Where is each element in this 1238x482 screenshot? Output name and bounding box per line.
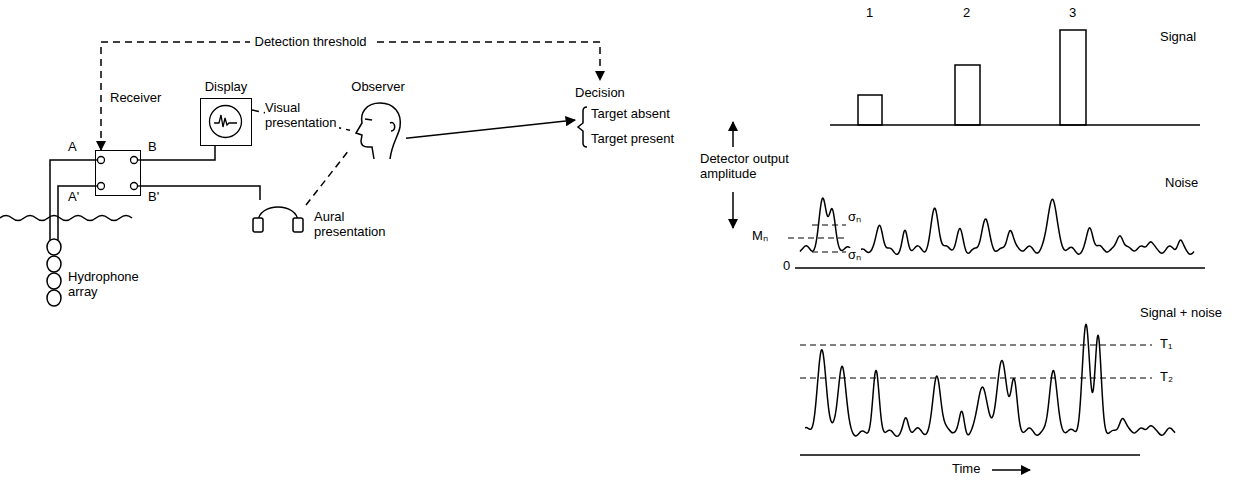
- headphones-symbol: [250, 200, 306, 234]
- sigma-line: [812, 251, 846, 252]
- block-heading: Receiver: [110, 91, 161, 106]
- headphones: Aural presentation: [250, 200, 306, 234]
- noise-axis: [800, 454, 1140, 456]
- display-box: DisplayVisual presentation: [200, 98, 252, 146]
- screen-trace: [214, 115, 237, 127]
- axis-zero: 0: [783, 259, 790, 274]
- hydrophone-element: [47, 256, 61, 272]
- part-label: Hydrophone array: [68, 270, 140, 300]
- hydrophone-cable: [50, 160, 95, 240]
- presentation-label: Visual presentation: [265, 101, 339, 131]
- detector-chart: [733, 30, 1205, 455]
- terminal-label: A': [68, 190, 79, 205]
- signal-pulse: [1060, 30, 1086, 125]
- presentation-label: Aural presentation: [314, 210, 394, 240]
- callout-number: 2: [963, 6, 970, 21]
- decision-option: Target present: [575, 132, 674, 147]
- decision-option: Target absent: [575, 107, 674, 122]
- screen-circle: [210, 106, 242, 138]
- threshold-line: [800, 344, 1152, 345]
- terminal: [131, 183, 138, 190]
- receiver-terminals: [96, 151, 139, 194]
- water-surface: [0, 216, 132, 221]
- signal-pulse: [955, 65, 980, 125]
- terminal-label: B': [148, 190, 159, 205]
- threshold-label: T₂: [1160, 370, 1173, 385]
- connector-label: Detection threshold: [249, 35, 371, 50]
- observer: Observer: [350, 80, 406, 161]
- terminal: [98, 157, 105, 164]
- dashed-connector: [306, 149, 350, 205]
- mean-noise-line: [788, 237, 848, 238]
- signal-pulse: [858, 95, 882, 125]
- symbol-label: Mₙ: [752, 229, 768, 244]
- terminal-label: A: [68, 140, 77, 155]
- axis-label: Time: [952, 462, 980, 477]
- eye: [365, 119, 372, 120]
- observer-face: [350, 99, 406, 161]
- decision-block: DecisionTarget absentTarget present: [575, 80, 674, 147]
- sigma-line: [812, 224, 846, 225]
- reference-lines: [788, 225, 1152, 378]
- block-heading: Decision: [575, 86, 674, 101]
- amplitude-arrow: [732, 192, 734, 228]
- headband: [258, 207, 298, 222]
- head-back: [380, 103, 400, 159]
- callout-number: 3: [1069, 6, 1076, 21]
- noise-trace: [800, 198, 1194, 254]
- ear: [390, 122, 395, 131]
- signal-baseline: [830, 124, 1200, 126]
- terminal: [98, 183, 105, 190]
- threshold-line: [800, 377, 1152, 378]
- trace-label: Signal: [1160, 30, 1196, 45]
- wire: [406, 120, 575, 138]
- bracket: [578, 107, 587, 147]
- receiver-box: Receiver: [95, 150, 141, 196]
- dashed-connector: [101, 42, 600, 150]
- time-arrow: [992, 469, 1030, 471]
- hydrophone-cable: [58, 186, 95, 240]
- signal-noise-trace: [805, 324, 1175, 436]
- block-heading: Display: [205, 80, 248, 95]
- face-profile: [356, 103, 380, 159]
- symbol-label: σₙ: [848, 248, 861, 263]
- earcup: [253, 218, 263, 232]
- terminal: [131, 157, 138, 164]
- callout-number: 1: [866, 6, 873, 21]
- noise-axis: [795, 267, 1205, 269]
- trace-label: Signal + noise: [1140, 306, 1222, 321]
- amplitude-arrow: [732, 122, 734, 147]
- axis-label: Detector output amplitude: [700, 152, 804, 182]
- earcup: [293, 218, 303, 232]
- hydrophone-element: [47, 273, 61, 289]
- hydrophone-element: [47, 239, 61, 255]
- threshold-label: T₁: [1160, 337, 1172, 352]
- trace-label: Noise: [1165, 176, 1198, 191]
- terminal-label: B: [148, 140, 157, 155]
- symbol-label: σₙ: [848, 210, 861, 225]
- hydrophone-element: [47, 290, 61, 306]
- display-screen: [201, 99, 250, 144]
- block-heading: Observer: [350, 80, 406, 95]
